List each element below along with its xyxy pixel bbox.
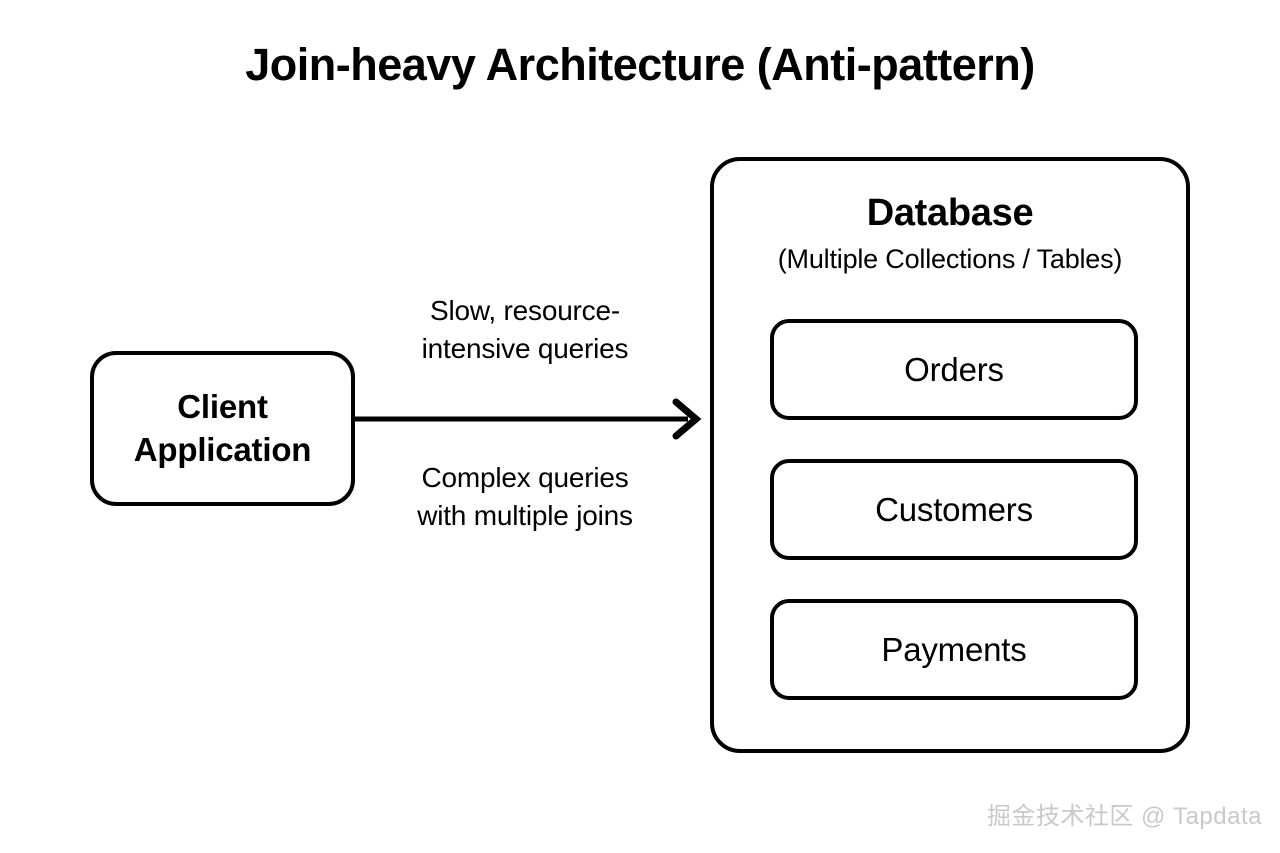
client-application-node: Client Application (90, 351, 355, 506)
database-title: Database (866, 192, 1034, 234)
collection-item-label: Orders (904, 350, 1004, 388)
flow-label-above-line2: intensive queries (421, 333, 629, 365)
client-application-label-line2: Application (133, 430, 312, 468)
arrow-right-icon (352, 398, 702, 440)
collection-item-label: Customers (875, 490, 1033, 528)
flow-label-above-line1: Slow, resource- (430, 295, 620, 326)
client-application-label-line1: Client (177, 388, 268, 426)
collection-item: Orders (770, 319, 1138, 420)
database-subtitle: (Multiple Collections / Tables) (777, 244, 1123, 274)
flow-label-above: Slow, resource- intensive queries (355, 292, 695, 369)
database-node: Database (Multiple Collections / Tables)… (710, 157, 1190, 753)
collection-item-label: Payments (881, 630, 1027, 668)
flow-label-below: Complex queries with multiple joins (355, 459, 695, 536)
watermark: 掘金技术社区 @ Tapdata (986, 803, 1262, 830)
flow-label-below-line1: Complex queries (421, 462, 629, 493)
collection-item: Customers (770, 459, 1138, 560)
page-title: Join-heavy Architecture (Anti-pattern) (245, 39, 1035, 90)
flow-label-below-line2: with multiple joins (417, 500, 633, 532)
database-collection-list: Orders Customers Payments (770, 319, 1138, 700)
collection-item: Payments (770, 599, 1138, 700)
